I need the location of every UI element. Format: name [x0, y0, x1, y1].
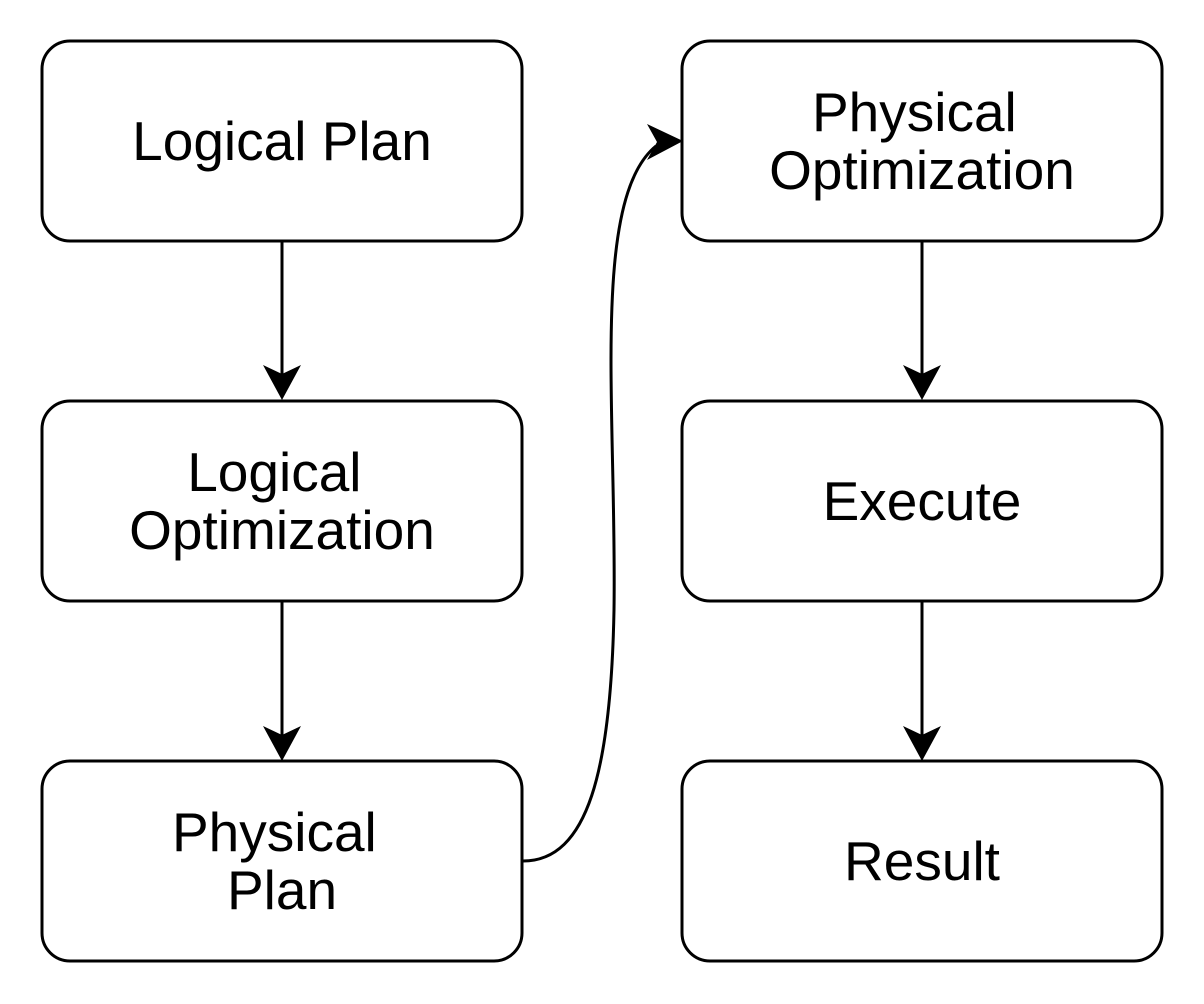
node-execute-label: Execute: [823, 470, 1022, 532]
node-result: Result: [680, 759, 1164, 963]
edge-logical-plan-to-logical-optimization: [263, 242, 301, 400]
node-logical-optimization-label: Logical Optimization: [129, 441, 435, 561]
label-line-1: Physical: [812, 81, 1017, 143]
node-physical-optimization-label: Physical Optimization: [769, 81, 1075, 201]
node-execute-box: [680, 399, 1164, 603]
node-physical-plan: Physical Plan: [40, 759, 524, 963]
edge-physical-optimization-to-execute: [903, 242, 941, 400]
label-line-2: Optimization: [769, 139, 1075, 201]
edge-logical-optimization-to-physical-plan: [263, 602, 301, 761]
node-physical-optimization: Physical Optimization: [680, 39, 1164, 243]
edge-physical-plan-to-physical-optimization: [522, 124, 683, 863]
arrowhead: [647, 124, 683, 160]
node-physical-optimization-box: [680, 39, 1164, 243]
node-result-box: [680, 759, 1164, 963]
label-line-1: Logical: [187, 441, 361, 503]
node-physical-plan-box: [40, 759, 524, 963]
arrowhead: [263, 365, 301, 400]
label-line-2: Optimization: [129, 499, 435, 561]
node-result-label: Result: [844, 830, 1000, 892]
arrowhead: [903, 726, 941, 761]
node-logical-plan-box: [40, 39, 524, 243]
node-logical-optimization: Logical Optimization: [40, 399, 524, 603]
node-logical-optimization-box: [40, 399, 524, 603]
edge-execute-to-result: [903, 602, 941, 761]
label-line-2: Plan: [227, 859, 337, 921]
node-logical-plan-label: Logical Plan: [132, 110, 432, 172]
label-line-1: Physical: [172, 801, 377, 863]
arrowhead: [263, 726, 301, 761]
arrowhead: [903, 365, 941, 400]
edge-line: [522, 144, 657, 863]
node-physical-plan-label: Physical Plan: [172, 801, 392, 921]
node-logical-plan: Logical Plan: [40, 39, 524, 243]
node-execute: Execute: [680, 399, 1164, 603]
